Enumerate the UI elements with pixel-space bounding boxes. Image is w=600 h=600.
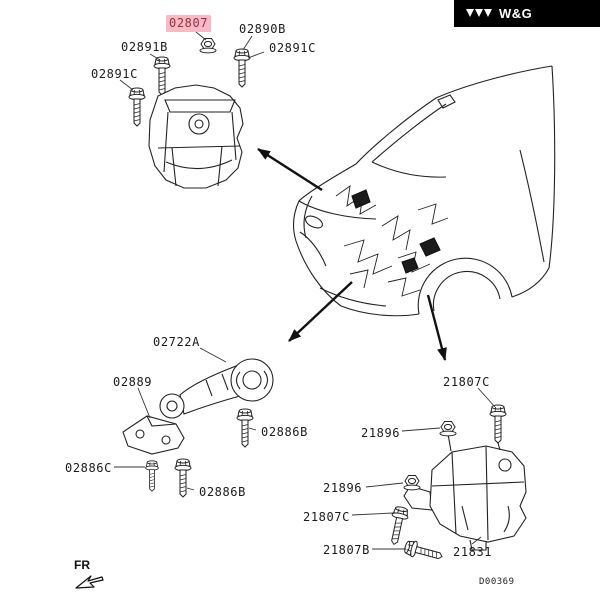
part-label-02891C-b[interactable]: 02891C xyxy=(91,67,138,81)
part-label-02886B-a[interactable]: 02886B xyxy=(261,425,308,439)
part-label-02891B[interactable]: 02891B xyxy=(121,40,168,54)
part-label-02891C-a[interactable]: 02891C xyxy=(269,41,316,55)
part-label-02807[interactable]: 02807 xyxy=(166,15,212,32)
part-label-21807C-a[interactable]: 21807C xyxy=(443,375,490,389)
part-label-21896-b[interactable]: 21896 xyxy=(323,481,363,495)
fr-indicator: FR xyxy=(74,558,114,593)
mount-location-rear xyxy=(419,237,441,257)
fr-label: FR xyxy=(74,558,90,572)
part-label-02890B[interactable]: 02890B xyxy=(239,22,286,36)
diagram-code: D00369 xyxy=(479,577,515,587)
car-sketch xyxy=(293,65,556,317)
leader-lines-torque-rod xyxy=(114,347,257,491)
mount-location-lower xyxy=(401,257,419,274)
logo-text: W&G xyxy=(499,6,533,21)
part-label-21831[interactable]: 21831 xyxy=(453,545,493,559)
part-label-02722A[interactable]: 02722A xyxy=(153,335,200,349)
leader-lines-front-mount xyxy=(119,31,265,91)
logo-triangles-icon xyxy=(466,9,492,17)
part-label-21807C-b[interactable]: 21807C xyxy=(303,510,350,524)
part-label-21807B[interactable]: 21807B xyxy=(323,543,370,557)
front-engine-mount-art xyxy=(119,31,265,189)
part-label-02886B-b[interactable]: 02886B xyxy=(199,485,246,499)
brand-logo: W&G xyxy=(454,0,600,27)
fr-arrow-icon xyxy=(75,575,104,589)
part-label-02889[interactable]: 02889 xyxy=(113,375,153,389)
pointer-arrows xyxy=(257,147,447,361)
leader-lines-rear-mount xyxy=(351,387,496,550)
part-label-21896-a[interactable]: 21896 xyxy=(361,426,401,440)
part-label-02886C[interactable]: 02886C xyxy=(65,461,112,475)
mount-location-front xyxy=(351,189,371,209)
torque-rod-mount-art xyxy=(114,347,274,498)
rear-mount-art xyxy=(351,387,527,565)
